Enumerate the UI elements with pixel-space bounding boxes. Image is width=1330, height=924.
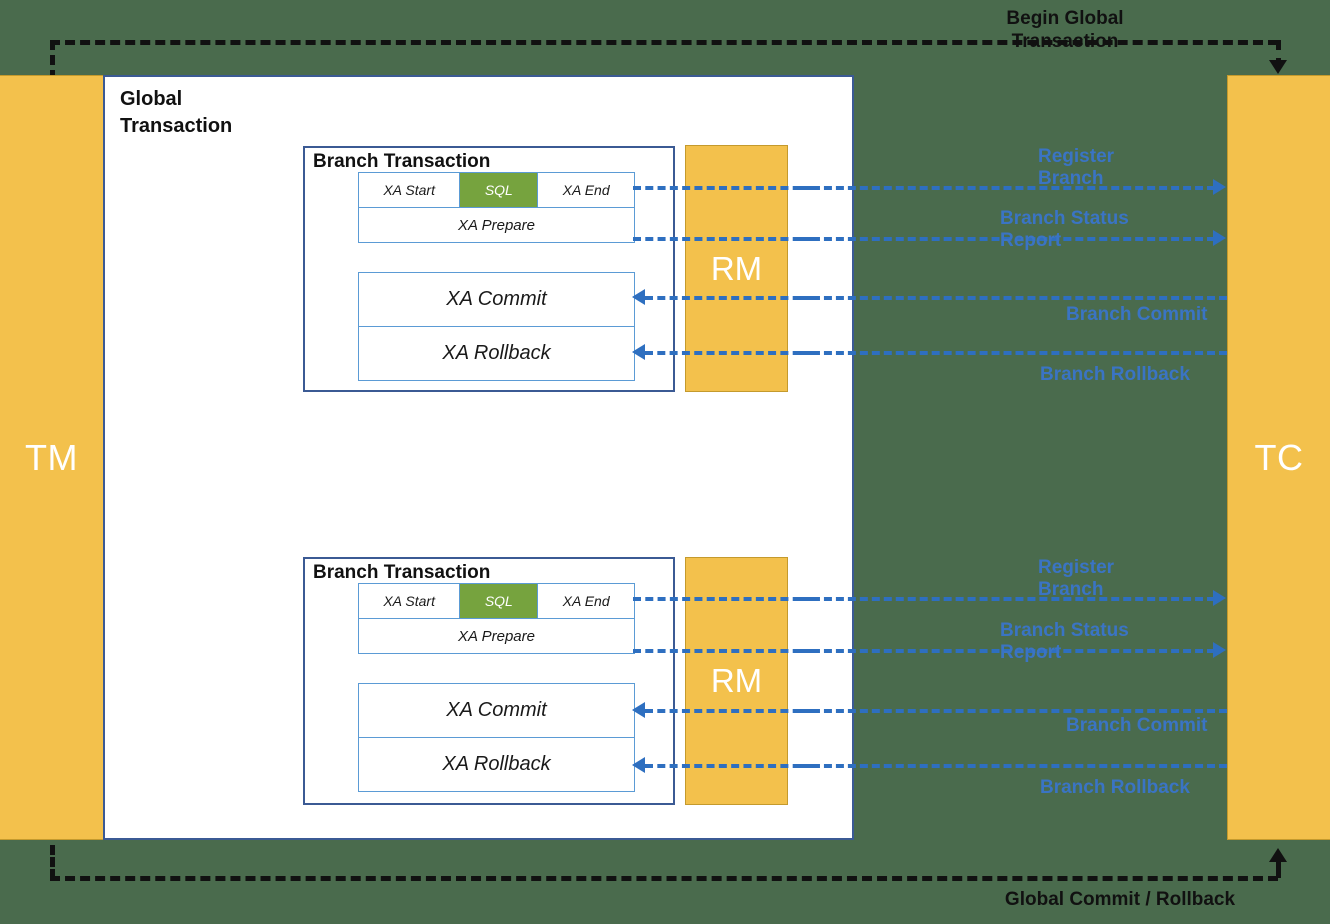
actor-tm-label: TM [25, 436, 78, 478]
branch-2-commit-line-right [800, 709, 1227, 713]
branch-2-rollback-line-left [645, 764, 813, 768]
branch-1-commit-group: XA Commit XA Rollback [358, 272, 635, 381]
branch-1-xa-prepare-cell[interactable]: XA Prepare [458, 216, 535, 234]
global-commit-rollback-label: Global Commit / Rollback [1004, 889, 1236, 910]
branch-2-branch-commit-label: Branch Commit [1066, 715, 1208, 736]
branch-1-branch-commit-label: Branch Commit [1066, 304, 1208, 325]
end-flow-horizontal-segment [50, 876, 1278, 881]
branch-2-register-branch-label: Register Branch [1038, 557, 1115, 600]
branch-1-status-line-right [800, 237, 1215, 241]
branch-2-xa-rollback-row: XA Rollback [358, 737, 635, 792]
branch-transaction-box-1: Branch Transaction XA Start SQL XA End X… [303, 146, 675, 392]
branch-transaction-title-1: Branch Transaction [313, 151, 491, 172]
branch-2-commit-arrowhead-icon [632, 702, 645, 718]
branch-2-status-arrowhead-icon [1213, 642, 1226, 658]
branch-2-branch-rollback-label: Branch Rollback [1040, 777, 1190, 798]
actor-tm-column[interactable]: TM [0, 75, 104, 840]
branch-1-prepare-group: XA Start SQL XA End XA Prepare [358, 172, 635, 243]
end-flow-vertical-segment [50, 845, 55, 879]
branch-1-commit-line-left [645, 296, 813, 300]
branch-1-commit-line-right [800, 296, 1227, 300]
branch-2-status-line-right [800, 649, 1215, 653]
branch-1-register-line-left [633, 186, 813, 190]
begin-flow-vertical-segment [50, 40, 55, 80]
branch-1-status-line-left [633, 237, 813, 241]
branch-2-commit-group: XA Commit XA Rollback [358, 683, 635, 792]
branch-1-xa-rollback-row: XA Rollback [358, 326, 635, 381]
branch-2-rollback-line-right [800, 764, 1227, 768]
end-flow-up-segment [1276, 860, 1281, 878]
branch-1-xa-commit-cell[interactable]: XA Commit [446, 288, 547, 310]
branch-1-register-line-right [800, 186, 1215, 190]
branch-2-sql-cell[interactable]: SQL [459, 584, 539, 618]
branch-2-xa-prepare-row: XA Prepare [358, 618, 635, 654]
actor-tc-label: TC [1254, 436, 1304, 478]
branch-1-xa-end-cell[interactable]: XA End [562, 182, 610, 198]
actor-rm-label-1: RM [710, 249, 763, 287]
branch-2-register-line-right [800, 597, 1215, 601]
end-flow-arrowhead-icon [1269, 848, 1287, 862]
branch-1-sql-cell[interactable]: SQL [459, 173, 539, 207]
branch-2-branch-status-report-label: Branch Status Report [1000, 620, 1129, 663]
branch-1-branch-status-report-label: Branch Status Report [1000, 208, 1129, 251]
begin-flow-down-segment [1276, 40, 1281, 68]
branch-1-register-branch-label: Register Branch [1038, 146, 1115, 189]
begin-flow-arrowhead-icon [1269, 60, 1287, 74]
actor-tc-column[interactable]: TC [1227, 75, 1330, 840]
branch-2-xa-rollback-cell[interactable]: XA Rollback [442, 753, 551, 775]
branch-2-register-line-left [633, 597, 813, 601]
branch-2-status-line-left [633, 649, 813, 653]
branch-1-rollback-line-left [645, 351, 813, 355]
branch-2-xa-commit-cell[interactable]: XA Commit [446, 699, 547, 721]
branch-2-xa-end-cell[interactable]: XA End [562, 593, 610, 609]
branch-transaction-box-2: Branch Transaction XA Start SQL XA End X… [303, 557, 675, 805]
begin-global-transaction-label: Begin Global Transaction [1006, 8, 1124, 52]
branch-1-register-arrowhead-icon [1213, 179, 1226, 195]
branch-2-prepare-group: XA Start SQL XA End XA Prepare [358, 583, 635, 654]
branch-1-commit-arrowhead-icon [632, 289, 645, 305]
branch-2-commit-line-left [645, 709, 813, 713]
branch-1-xa-commit-row: XA Commit [358, 272, 635, 327]
actor-rm-label-2: RM [710, 662, 763, 699]
branch-transaction-title-2: Branch Transaction [313, 562, 491, 583]
branch-2-xa-start-row: XA Start SQL XA End [358, 583, 635, 619]
branch-1-xa-prepare-row: XA Prepare [358, 207, 635, 243]
branch-1-xa-start-row: XA Start SQL XA End [358, 172, 635, 208]
branch-2-xa-start-cell[interactable]: XA Start [383, 593, 435, 609]
branch-2-xa-commit-row: XA Commit [358, 683, 635, 738]
branch-1-rollback-arrowhead-icon [632, 344, 645, 360]
branch-1-rollback-line-right [800, 351, 1227, 355]
branch-1-xa-start-cell[interactable]: XA Start [383, 182, 435, 198]
branch-2-xa-prepare-cell[interactable]: XA Prepare [458, 627, 535, 645]
branch-2-register-arrowhead-icon [1213, 590, 1226, 606]
branch-1-branch-rollback-label: Branch Rollback [1040, 364, 1190, 385]
branch-2-rollback-arrowhead-icon [632, 757, 645, 773]
branch-1-xa-rollback-cell[interactable]: XA Rollback [442, 342, 551, 364]
begin-flow-horizontal-segment [50, 40, 1278, 45]
branch-1-status-arrowhead-icon [1213, 230, 1226, 246]
global-transaction-title: Global Transaction [120, 88, 233, 137]
